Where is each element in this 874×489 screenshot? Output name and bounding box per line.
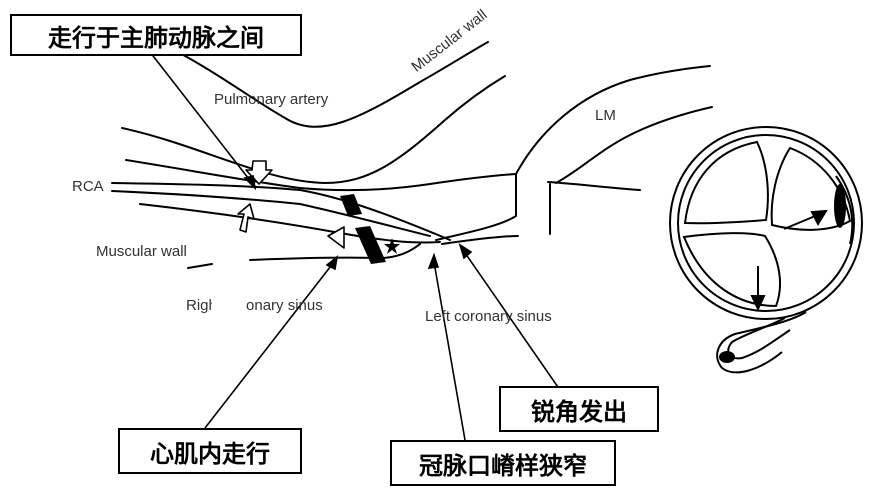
pointer-intramural-head xyxy=(325,255,339,271)
intramural-wedge-lower xyxy=(355,226,386,264)
left-ostium-lower xyxy=(441,235,519,245)
valve-arrow-right-head xyxy=(810,209,828,227)
rca-ostium-fill xyxy=(719,351,735,363)
label-right-coronary-sinus: Right coronary sinus xyxy=(186,297,323,314)
label-rca: RCA xyxy=(72,178,104,195)
valve-cusp-top-left xyxy=(683,140,769,225)
label-lm: LM xyxy=(595,107,616,124)
valve-cusp-right xyxy=(770,146,852,231)
aortic-root-upper xyxy=(125,159,517,192)
lm-inner-wall xyxy=(547,181,641,191)
pointer-acute-angle xyxy=(462,249,561,391)
lm-lower-wall xyxy=(555,106,713,184)
callout-between-arteries: 走行于主肺动脉之间 xyxy=(10,14,302,56)
aortic-junction-wall xyxy=(435,173,517,241)
aortic-valve-inner-ring xyxy=(677,134,855,312)
rca-vessel-loop xyxy=(716,311,807,374)
label-pulmonary-artery: Pulmonary artery xyxy=(214,91,329,108)
right-sinus-wall xyxy=(249,243,421,261)
valve-cusp-bottom xyxy=(682,232,782,308)
callout-acute-angle: 锐角发出 xyxy=(499,386,659,432)
right-sinus-stub xyxy=(187,263,213,269)
pointer-ostial-stenosis xyxy=(433,261,466,441)
aortic-valve-outer xyxy=(669,126,863,320)
callout-ostial-stenosis: 冠脉口嵴样狭窄 xyxy=(390,440,616,486)
label-muscular-wall-left: Muscular wall xyxy=(96,243,187,260)
lm-vessel-cross xyxy=(835,175,854,245)
rca-lower-wall xyxy=(111,190,431,237)
pointer-acute-angle-head xyxy=(458,243,473,260)
rca-outer-lower xyxy=(139,203,441,244)
pointer-occlusion-mask xyxy=(212,294,246,316)
open-arrow-up-icon xyxy=(237,203,255,233)
pulmonary-artery-lower-wall xyxy=(121,75,506,184)
valve-arrow-down-head xyxy=(750,295,766,312)
pulmonary-artery-upper-wall xyxy=(154,39,489,128)
pointer-between-arteries-head xyxy=(243,175,257,191)
pointer-intramural xyxy=(204,261,335,429)
pointer-ostial-stenosis-head xyxy=(427,252,440,269)
label-left-coronary-sinus: Left coronary sinus xyxy=(425,308,552,325)
star-marker xyxy=(384,238,400,254)
open-arrow-left-icon xyxy=(327,226,345,249)
intramural-wedge-upper xyxy=(340,194,362,216)
callout-intramural: 心肌内走行 xyxy=(118,428,302,474)
lm-ostium-fill xyxy=(834,184,846,228)
lm-upper-wall xyxy=(515,65,711,175)
rca-upper-wall xyxy=(111,182,451,241)
pointer-between-arteries xyxy=(149,51,253,184)
open-arrow-down-icon xyxy=(245,160,273,185)
